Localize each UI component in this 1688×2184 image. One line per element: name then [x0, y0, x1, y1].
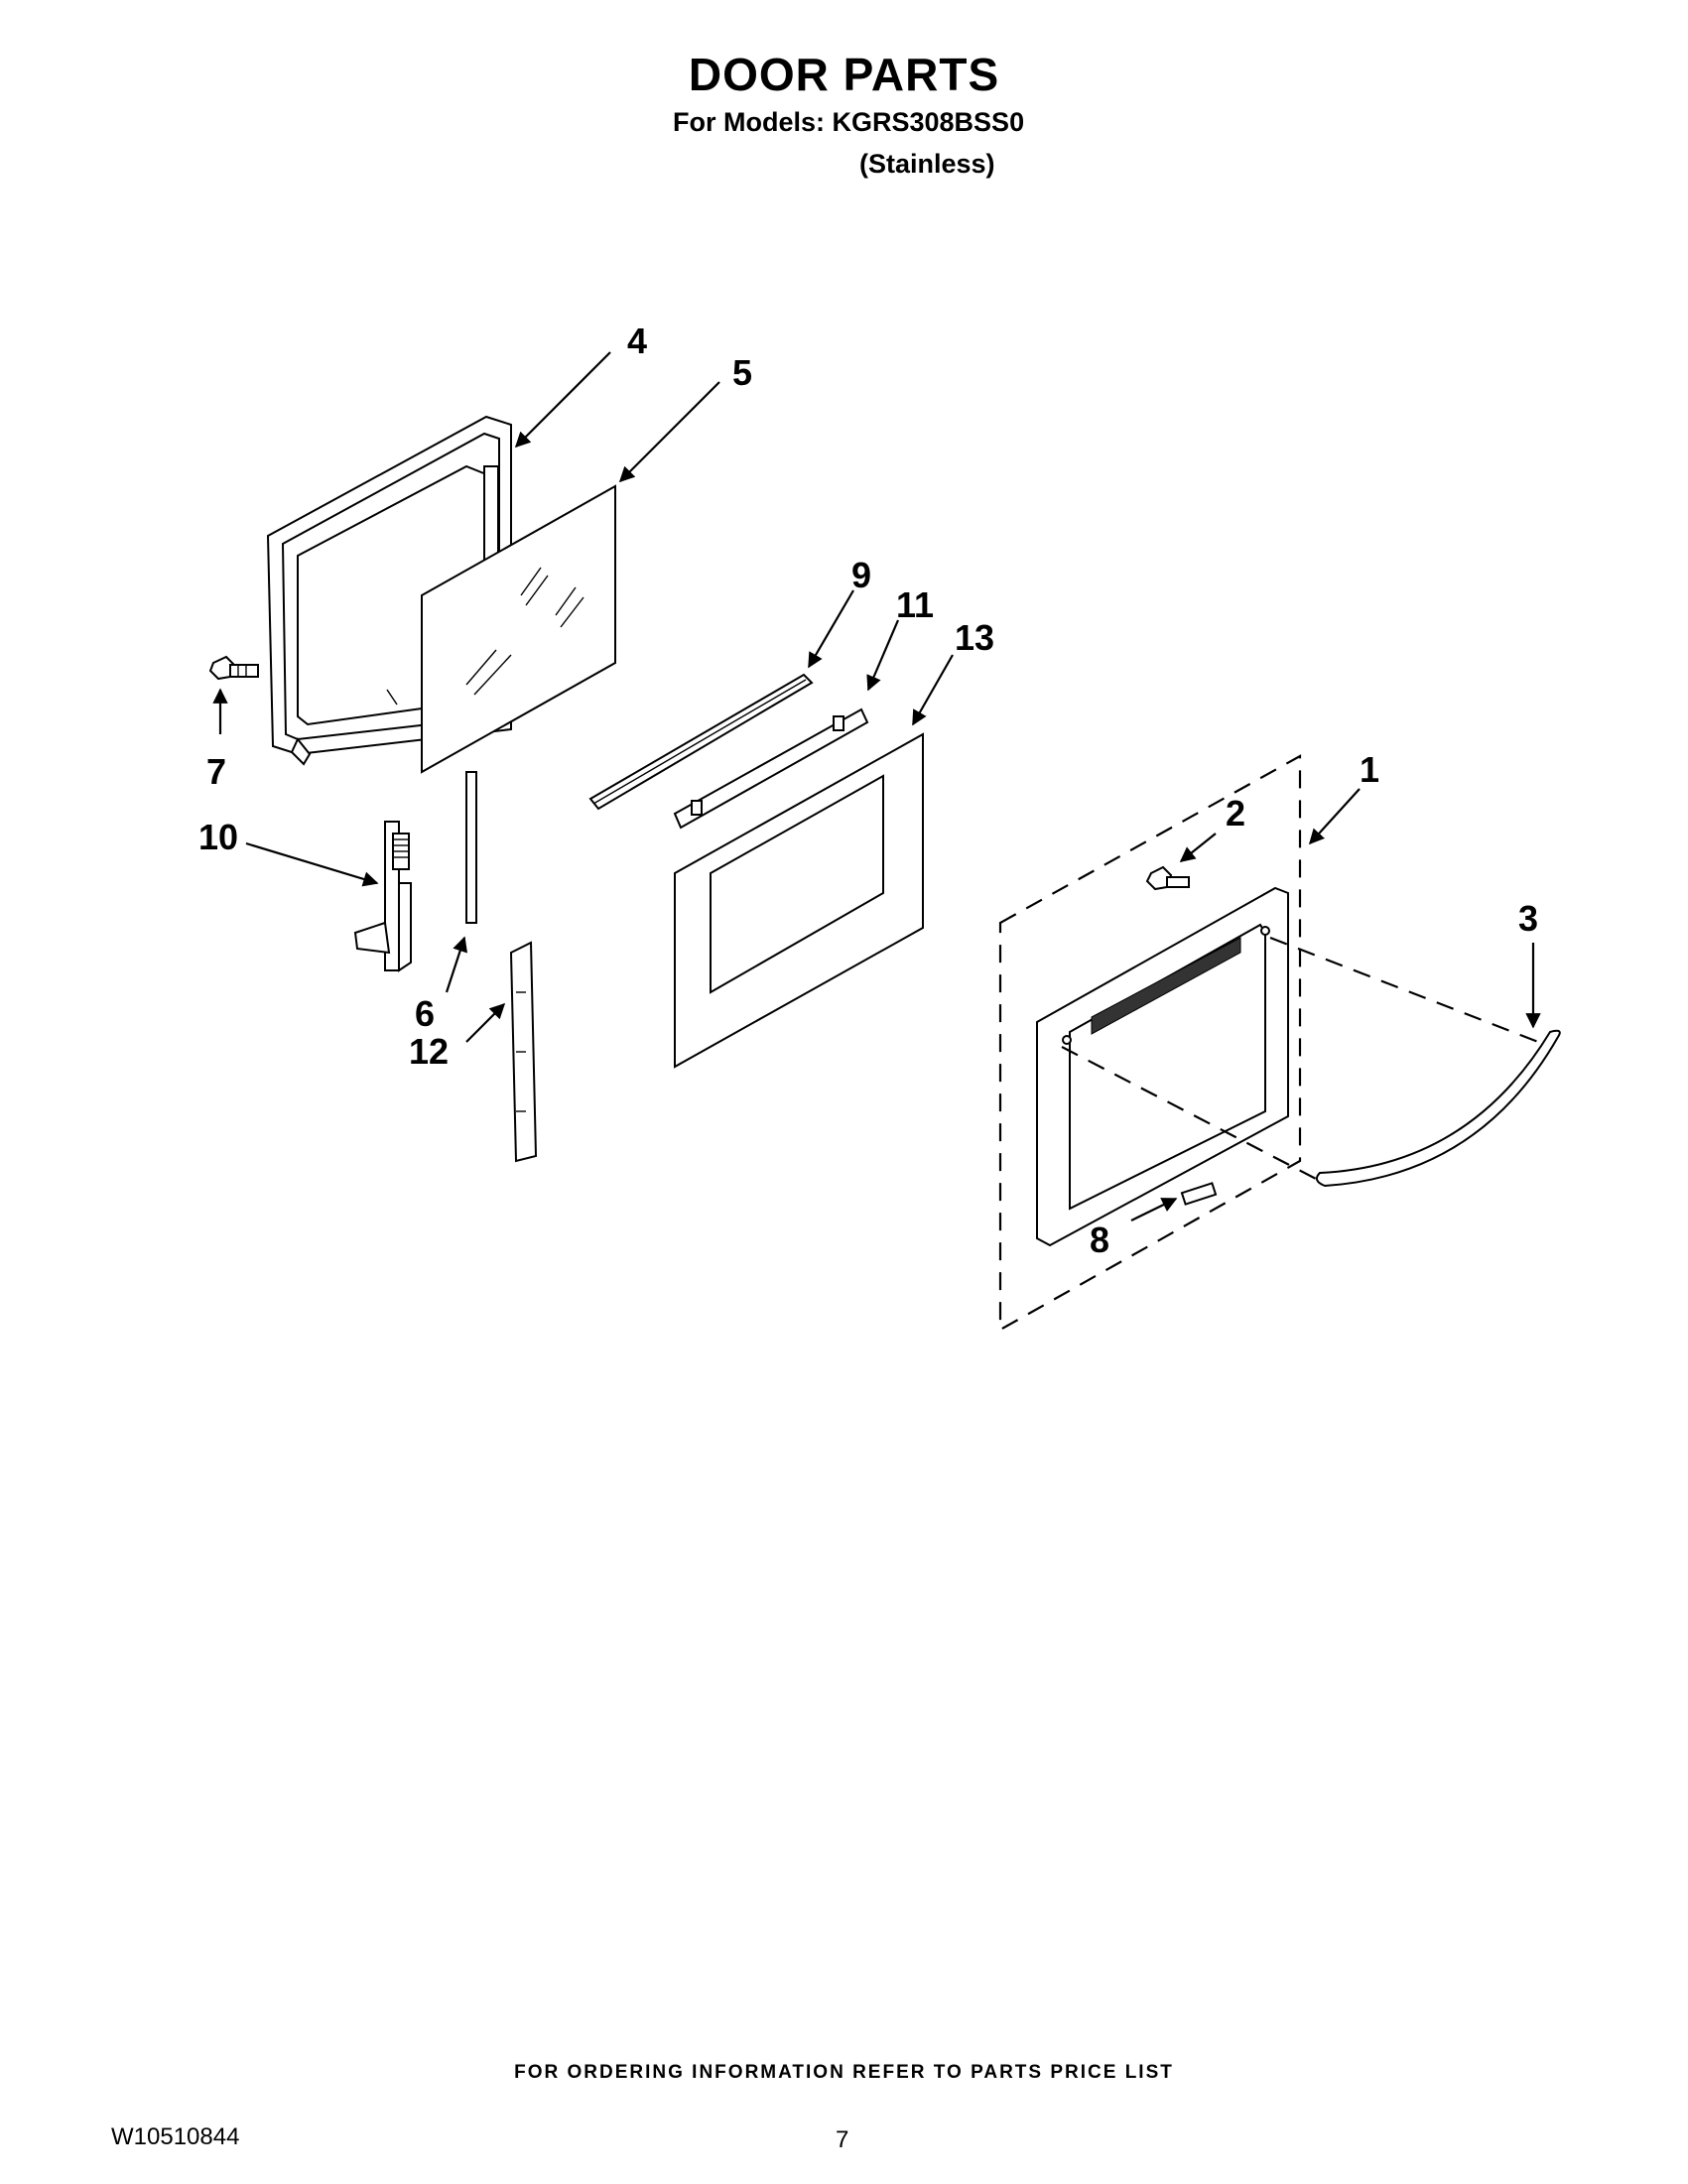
callout-label: 6 [415, 993, 435, 1034]
callout-label: 8 [1090, 1220, 1109, 1260]
callout-label: 10 [198, 817, 238, 857]
glass-panel [421, 484, 616, 774]
callout-label: 11 [896, 584, 934, 625]
finish-line: (Stainless) [859, 149, 995, 179]
side-trim-strip [465, 771, 477, 924]
trim-screw [1145, 865, 1190, 891]
callout-label: 3 [1518, 898, 1538, 939]
door-handle [1315, 1029, 1561, 1188]
outer-door-panel [1036, 886, 1289, 1247]
models-line: For Models: KGRS308BSS0 [673, 107, 1025, 137]
vent-trim [673, 707, 869, 830]
callout-label: 13 [955, 617, 994, 658]
callout-label: 2 [1226, 793, 1245, 834]
page-title: DOOR PARTS [688, 49, 1000, 100]
top-trim [588, 673, 814, 811]
side-bracket [509, 941, 538, 1163]
callout-label: 9 [851, 555, 871, 595]
document-number: W10510844 [111, 2123, 240, 2150]
door-assembly-boundary [998, 754, 1302, 1332]
door-screw [208, 655, 259, 681]
callout-label: 1 [1360, 749, 1379, 790]
ordering-note: FOR ORDERING INFORMATION REFER TO PARTS … [514, 2062, 1174, 2083]
callout-label: 7 [206, 751, 226, 792]
page-number: 7 [836, 2126, 849, 2153]
callout-label: 4 [627, 321, 647, 361]
door-badge [1180, 1182, 1218, 1206]
callout-label: 12 [409, 1031, 449, 1072]
door-hinge [353, 821, 412, 972]
inner-door-glass [674, 732, 924, 1069]
callout-label: 5 [732, 352, 752, 393]
